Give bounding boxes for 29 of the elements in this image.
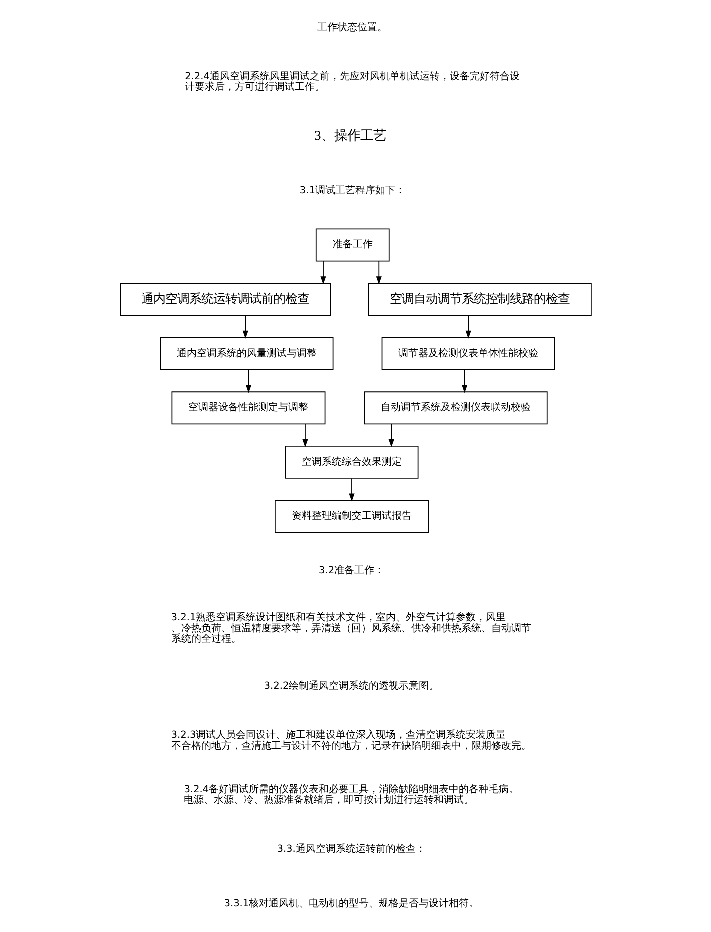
node-box: 空调器设备性能测定与调整 [171,392,326,425]
node-box: 自动调节系统及检测仪表联动校验 [364,392,548,425]
arrow [242,315,248,339]
node-box: 通内空调系统运转调试前的检查 [120,283,331,316]
node-box: 资料整理编制交工调试报告 [274,500,428,534]
node-box: 通内空调系统的风量测试与调整 [160,337,334,370]
label: 3、操作工艺 [314,128,386,143]
node-box: 准备工作 [315,228,390,262]
node-box: 空调系统综合效果测定 [284,446,418,479]
node-box: 调节器及检测仪表单体性能校验 [381,337,555,370]
arrow [465,315,471,339]
label: 3.2准备工作： [318,566,384,577]
label: 3.2.1熟悉空调系统设计图纸和有关技术文件，室内、外空气计算参数，风里、冷热负荷、恒温精度要求等，弄清送（回）风系统、供冷和供热系统、自动调节系统的全过程。 [170,612,531,646]
label: 3.2.3调试人员会同设计、施工和建设单位深入现场，查清空调系统安装质量不合格的地方，查清施工与设计不符的地方，记录在缺陷明细表中，限期修改完。 [170,730,531,752]
label: 3.2.4备好调试所需的仪器仪表和必要工具，消除缺陷明细表中的各种毛病。电源、水源、冷、热源准备就绪后，即可按计划进行运转和调试。 [184,784,519,806]
arrow [462,370,468,394]
label: 3.3.1核对通风机、电动机的型号、规格是否与设计相符。 [224,898,479,910]
node-box: 空调自动调节系统控制线路的检查 [368,283,592,316]
label: 工作状态位置。 [317,22,388,34]
arrow [320,261,326,285]
arrow [302,424,308,448]
label: 3.2.2绘制通风空调系统的透视示意图。 [264,681,439,692]
label: 2.2.4通风空调系统风里调试之前，先应对风机单机试运转，设备完好符合设计要求后，方可进行调试工作。 [184,72,520,94]
label: 3.1调试工艺程序如下： [299,185,405,196]
arrow [376,261,382,285]
label: 3.3.通风空调系统运转前的检查： [276,844,426,856]
arrow [388,424,394,448]
arrow [348,478,354,502]
arrow [245,370,252,394]
